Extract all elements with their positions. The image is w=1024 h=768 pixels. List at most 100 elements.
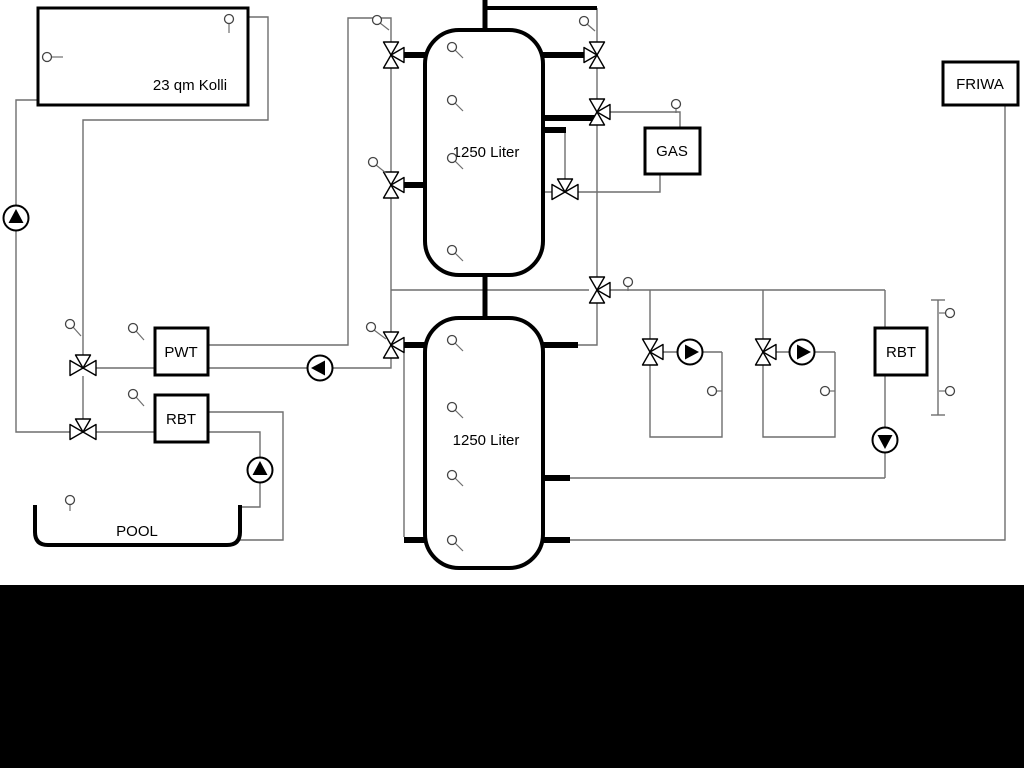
sensor-bulb-icon — [446, 401, 458, 413]
sensor-bulb-icon — [64, 318, 76, 330]
valve-triangle — [556, 178, 574, 193]
friwa-pipe — [570, 105, 1006, 541]
valve-triangle — [588, 111, 606, 126]
sensor-bulb-icon — [127, 322, 139, 334]
buffer-tank-lower-label: 1250 Liter — [453, 432, 520, 449]
temp-sensor — [706, 385, 722, 397]
rbt-right-label: RBT — [886, 344, 916, 361]
ports-layer — [403, 0, 598, 543]
pump-impeller-icon — [685, 344, 699, 360]
temp-sensor — [939, 385, 956, 397]
circuit1-loop-pipe — [649, 352, 723, 438]
sensor-bulb-icon — [706, 385, 718, 397]
temp-sensor — [365, 321, 387, 340]
buffer-tank-upper-body — [423, 28, 545, 277]
sensor-bulb-icon — [670, 98, 682, 110]
valve-circuit-2 — [754, 338, 777, 366]
solar-flow-pipe — [82, 16, 269, 356]
sensor-stem — [454, 409, 464, 419]
valve-gas-supply — [588, 98, 611, 126]
bottom-black-band — [0, 585, 1024, 768]
sensor-bulb-icon — [127, 388, 139, 400]
temp-sensor — [371, 14, 390, 31]
valve-triangle — [596, 103, 611, 121]
valve7-tank-pipe — [577, 303, 598, 346]
valve-triangle — [82, 359, 97, 377]
buffer-tank-lower-body — [423, 316, 545, 570]
temp-sensor — [939, 307, 956, 319]
friwa-station-body — [941, 60, 1020, 107]
valve-triangle — [588, 289, 606, 304]
sensor-bulb-icon — [944, 385, 956, 397]
valve-triangle — [74, 418, 92, 433]
pump-impeller-icon — [8, 209, 24, 223]
valve-triangle — [382, 331, 400, 346]
temp-sensor — [127, 322, 145, 341]
temp-sensor — [64, 318, 82, 337]
sensor-bulb-icon — [446, 152, 458, 164]
temp-sensor — [819, 385, 835, 397]
friwa-station-label: FRIWA — [956, 76, 1004, 93]
sensor-bulb-icon — [367, 156, 379, 168]
temp-sensor — [622, 276, 634, 291]
pump-pwt — [306, 354, 334, 382]
sensor-stem — [454, 477, 464, 487]
temp-sensor — [367, 156, 387, 174]
pump-solar — [2, 204, 30, 232]
valve-triangle — [382, 41, 400, 56]
gas-boiler-body — [643, 126, 702, 176]
solar-collector-label: 23 qm Kolli — [153, 77, 227, 94]
sensor-bulb-icon — [446, 94, 458, 106]
valve-triangle — [641, 338, 659, 353]
buffer-tank-lower: 1250 Liter — [423, 316, 545, 570]
valve-triangle — [74, 354, 92, 369]
valve-triangle — [69, 359, 84, 377]
rbt-right: RBT — [873, 326, 929, 377]
valve-gas-return — [551, 178, 579, 201]
pwt-heat-exchanger-body — [153, 326, 210, 377]
pwt-pump-pipe — [208, 358, 392, 369]
sensor-stem — [379, 22, 390, 31]
valve-circuit-1 — [641, 338, 664, 366]
valve-solar-pwt — [69, 354, 97, 377]
valve-triangle — [641, 351, 659, 366]
sensor-bulb-icon — [223, 13, 235, 25]
sensor-bulb-icon — [365, 321, 377, 333]
temp-sensor — [223, 13, 235, 33]
valve-triangle — [588, 54, 606, 69]
sensor-stem — [375, 164, 387, 174]
sensor-bulb-icon — [446, 244, 458, 256]
sensor-stem — [72, 326, 82, 337]
sensor-bulb-icon — [41, 51, 53, 63]
sensor-stem — [454, 252, 464, 262]
buffer-tank-upper-label: 1250 Liter — [453, 144, 520, 161]
valve-triangle — [382, 171, 400, 186]
temp-sensor — [127, 388, 145, 407]
valve-triangle — [754, 338, 772, 353]
rbt-left-body — [153, 393, 210, 444]
temp-sensor — [446, 152, 464, 170]
valve-triangle — [82, 423, 97, 441]
temp-sensor — [446, 334, 464, 352]
valve-triangle — [390, 336, 405, 354]
sensor-stem — [454, 160, 464, 170]
valve-triangle — [596, 281, 611, 299]
sensor-stem — [135, 396, 145, 407]
temp-sensor — [446, 469, 464, 487]
temp-sensor — [64, 494, 76, 511]
sensor-bulb-icon — [446, 334, 458, 346]
pwt-heat-exchanger-label: PWT — [164, 344, 197, 361]
valve-tank-top-right — [583, 41, 606, 69]
temp-sensor — [446, 94, 464, 112]
valve-solar-rbt — [69, 418, 97, 441]
valve-triangle — [588, 41, 606, 56]
valve-triangle — [583, 46, 598, 64]
valve-tank-lower-left — [382, 331, 405, 359]
sensor-stem — [373, 329, 387, 340]
sensor-bulb-icon — [446, 41, 458, 53]
solar-return-pipe — [15, 99, 70, 433]
sensor-bulb-icon — [622, 276, 634, 288]
valve-triangle — [390, 46, 405, 64]
